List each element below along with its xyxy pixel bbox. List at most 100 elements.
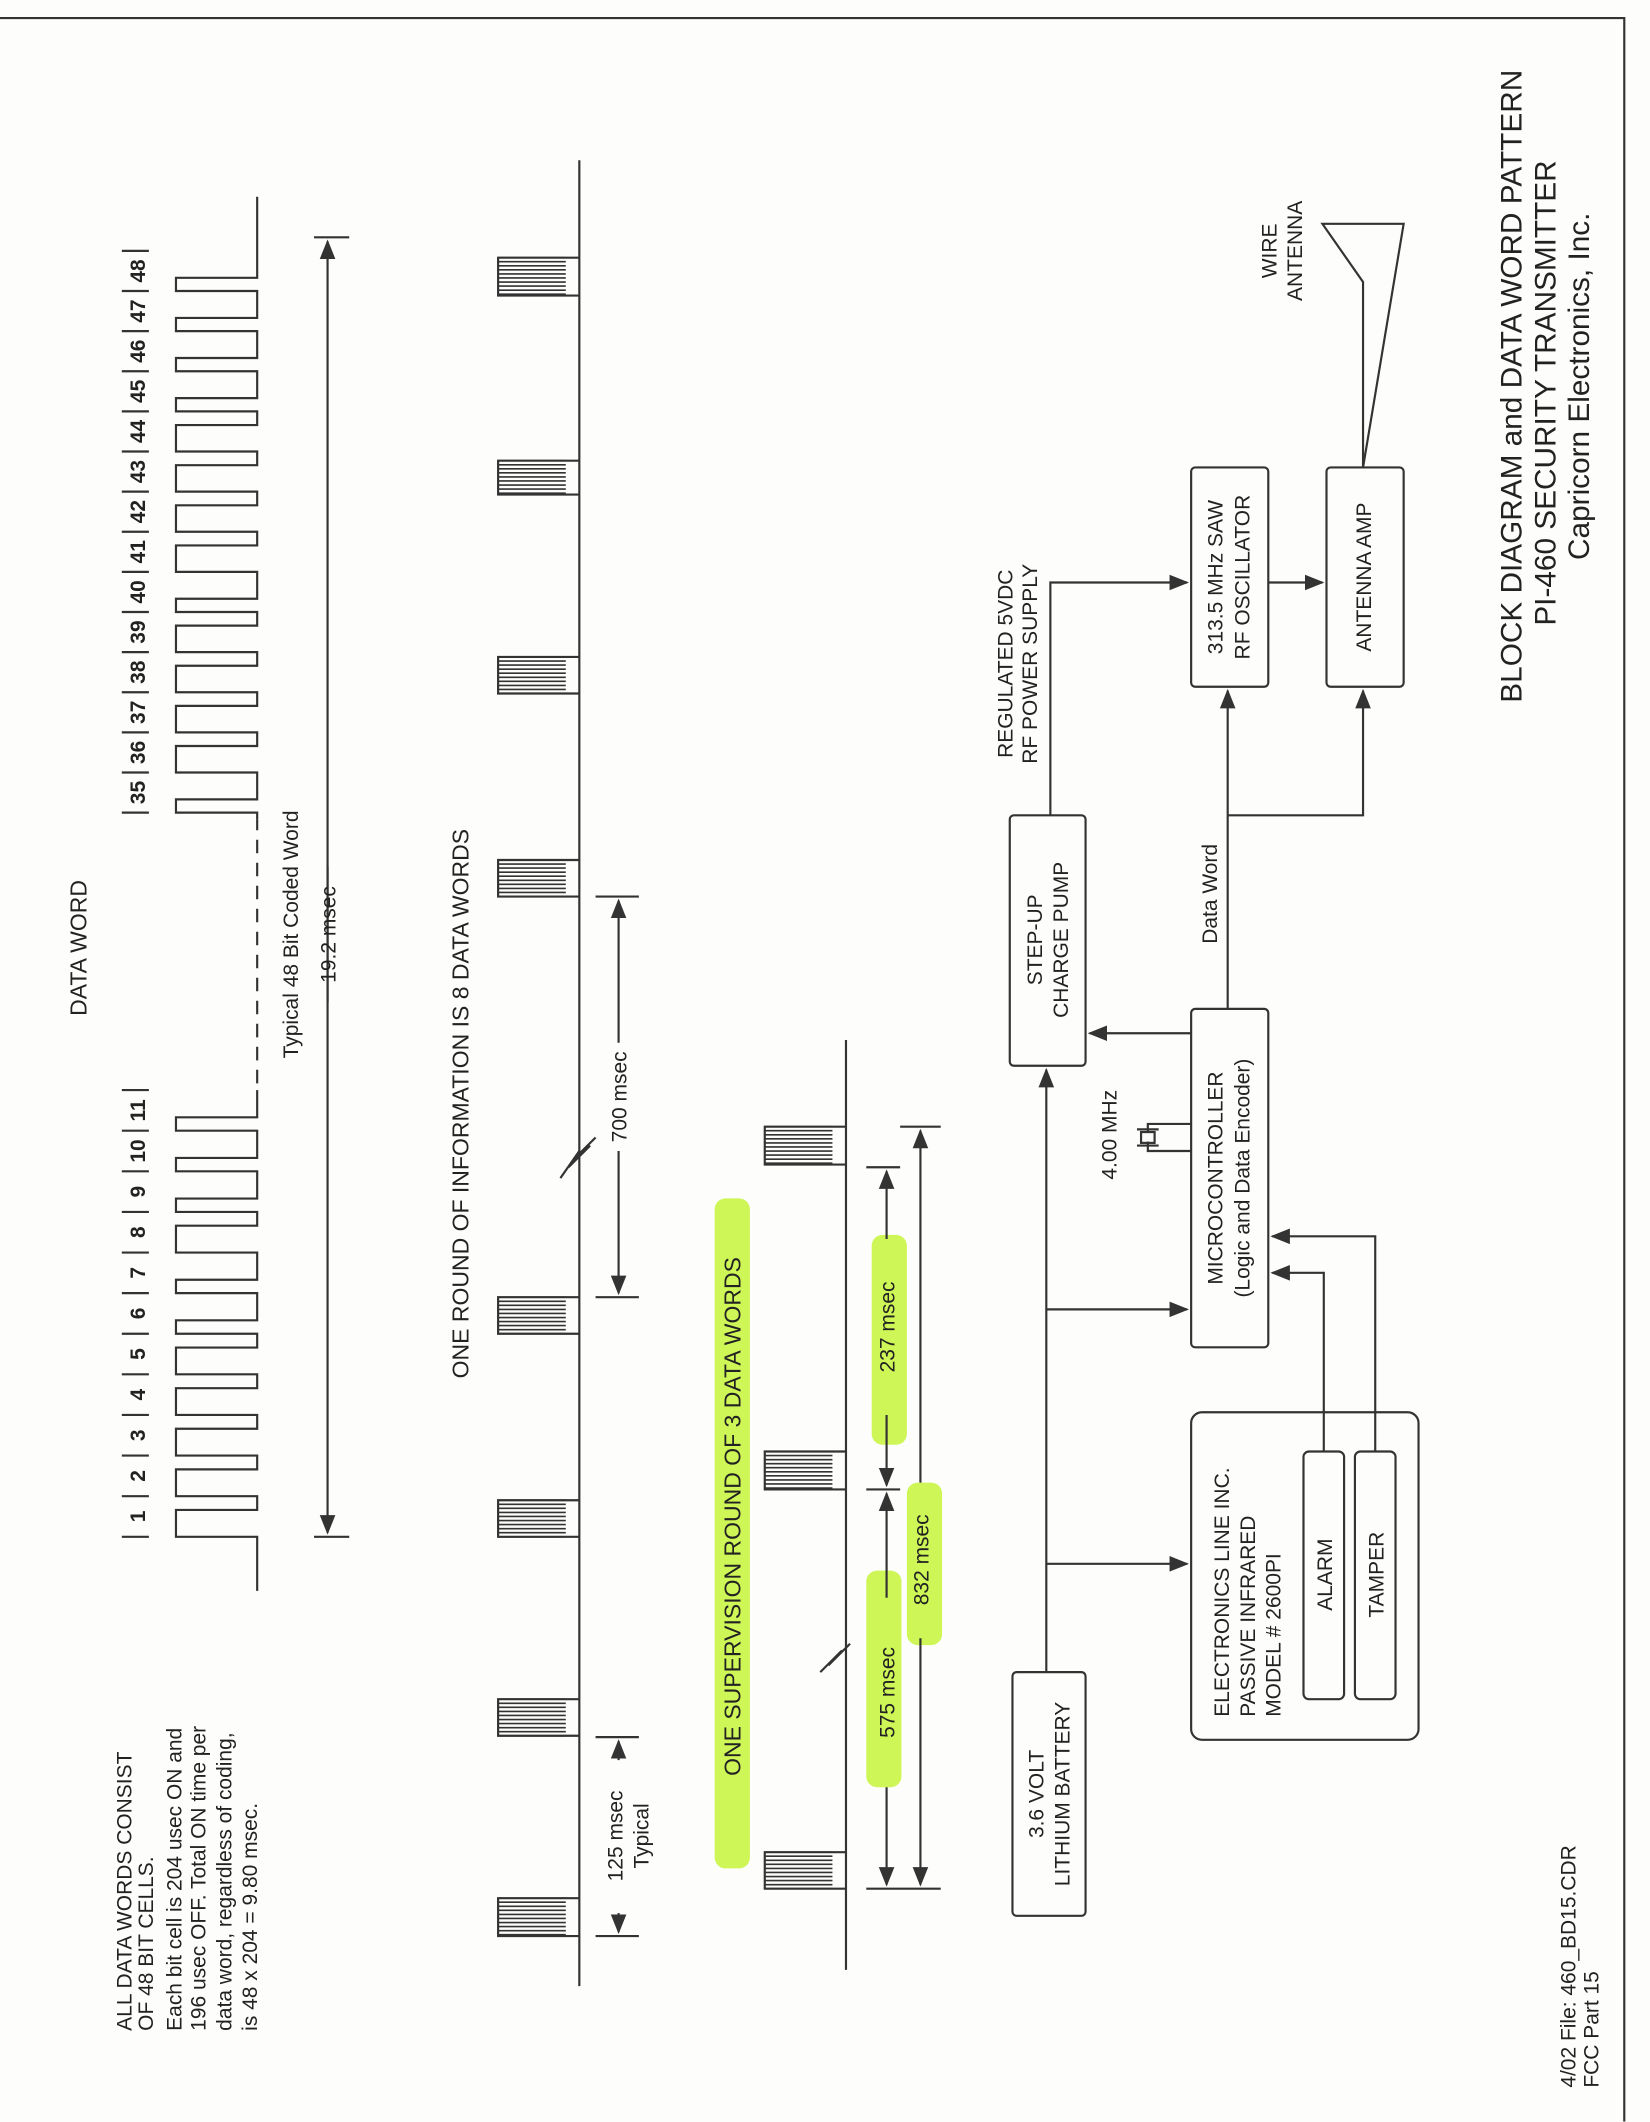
- crystal-icon: [1136, 1122, 1192, 1153]
- word-length-label: 125 msec: [605, 1790, 628, 1881]
- alarm-label: ALARM: [1314, 1539, 1337, 1611]
- note-line: Each bit cell is 204 usec ON and: [163, 1728, 186, 2031]
- supervision-dimensions: 237 msec 575 msec 832 msec: [866, 1125, 943, 1890]
- supervision-waveform: [763, 1040, 848, 1970]
- supply-label: RF POWER SUPPLY: [1019, 564, 1042, 764]
- waveform-line: [497, 160, 581, 1987]
- bit-label: 3: [127, 1429, 150, 1441]
- bit-label: 36: [127, 741, 150, 764]
- data-word-burst: [498, 859, 566, 898]
- bit-label: 2: [127, 1470, 150, 1482]
- pump-to-oscillator: [1049, 574, 1190, 816]
- data-word-burst: [498, 1897, 566, 1936]
- bit-label: 37: [127, 701, 150, 724]
- pir-label: MODEL # 2600PI: [1262, 1553, 1285, 1717]
- bit-label: 4: [127, 1388, 150, 1400]
- bit-label: 40: [127, 580, 150, 603]
- note-line: is 48 x 204 = 9.80 msec.: [239, 1803, 262, 2031]
- bit-label: 48: [127, 259, 150, 283]
- note-line: OF 48 BIT CELLS.: [135, 1856, 158, 2030]
- bit-label: 6: [127, 1308, 150, 1320]
- bit-label: 7: [127, 1267, 150, 1279]
- notes-text: ALL DATA WORDS CONSIST OF 48 BIT CELLS. …: [113, 1726, 262, 2031]
- data-word-waveform: [174, 196, 259, 1591]
- title-line: PI-460 SECURITY TRANSMITTER: [1529, 160, 1562, 625]
- supervision-heading: ONE SUPERVISION ROUND OF 3 DATA WORDS: [719, 1257, 745, 1776]
- page-frame: [0, 16, 1626, 2122]
- pir-label: PASSIVE INFRARED: [1237, 1516, 1260, 1717]
- data-word-burst: [498, 459, 566, 494]
- note-line: data word, regardless of coding,: [213, 1732, 236, 2030]
- bit-label: 43: [127, 460, 150, 483]
- battery-label: LITHIUM BATTERY: [1051, 1702, 1074, 1886]
- battery-label: 3.6 VOLT: [1026, 1750, 1049, 1838]
- alarm-to-micro: [1270, 1265, 1325, 1452]
- bit-label: 47: [127, 299, 150, 322]
- bit-label: 38: [127, 660, 150, 684]
- bit-label: 44: [127, 419, 150, 443]
- antenna-label: ANTENNA: [1284, 201, 1307, 301]
- antenna-icon: [1320, 222, 1405, 468]
- bit-label: 41: [127, 540, 150, 564]
- data-word-burst: [498, 256, 566, 296]
- waveform-line: [763, 1040, 848, 1970]
- data-word-burst: [764, 1851, 833, 1890]
- data-word-burst: [498, 1296, 566, 1335]
- supply-label: REGULATED 5VDC: [994, 570, 1017, 758]
- crystal-label: 4.00 MHz: [1099, 1090, 1122, 1180]
- footer-file: 4/02 File: 460_BD15.CDR: [1558, 1845, 1581, 2087]
- pir-label: ELECTRONICS LINE INC.: [1211, 1467, 1234, 1716]
- supervision-575: 575 msec: [877, 1647, 900, 1738]
- bit-labels: 1234567891011353637383940414243444546474…: [121, 249, 150, 1538]
- supervision-237: 237 msec: [877, 1282, 900, 1373]
- bit-label: 42: [127, 500, 150, 523]
- bit-label: 10: [127, 1139, 150, 1162]
- pir-block: ELECTRONICS LINE INC. PASSIVE INFRARED M…: [1190, 1411, 1420, 1741]
- title-line: Capricorn Electronics, Inc.: [1563, 213, 1596, 560]
- gap-dimension: 700 msec: [595, 895, 639, 1299]
- bit-label: 8: [127, 1226, 150, 1238]
- tamper-label: TAMPER: [1365, 1532, 1388, 1618]
- oscillator-label: RF OSCILLATOR: [1231, 495, 1254, 660]
- charge-pump-label: CHARGE PUMP: [1050, 862, 1073, 1018]
- data-to-amp: [1227, 688, 1371, 817]
- bit-label: 39: [127, 620, 150, 643]
- round-gap-label: 700 msec: [609, 1051, 632, 1142]
- bit-label: 9: [127, 1186, 150, 1198]
- footer-fcc: FCC Part 15: [1581, 1971, 1604, 2088]
- data-word-burst: [498, 1499, 566, 1538]
- word-length-note: Typical: [630, 1803, 653, 1868]
- round-waveform: [497, 160, 581, 1987]
- break-mark: [559, 1136, 597, 1179]
- bit-label: 1: [127, 1510, 150, 1522]
- note-line: ALL DATA WORDS CONSIST: [113, 1751, 136, 2030]
- data-word-heading: DATA WORD: [66, 880, 92, 1016]
- micro-label: MICROCONTROLLER: [1204, 1071, 1227, 1284]
- antenna-amp-label: ANTENNA AMP: [1353, 503, 1376, 652]
- word-length-dimension: 125 msec Typical: [595, 1736, 653, 1938]
- bit-label: 46: [127, 340, 150, 363]
- battery-block: 3.6 VOLT LITHIUM BATTERY: [1011, 1671, 1087, 1917]
- data-word-caption: Typical 48 Bit Coded Word: [280, 811, 303, 1059]
- antenna-amp-block: ANTENNA AMP: [1325, 466, 1405, 688]
- oscillator-block: 313.5 MHz SAW RF OSCILLATOR: [1190, 466, 1270, 688]
- data-word-burst: [498, 1698, 566, 1737]
- data-word-label: Data Word: [1199, 844, 1222, 944]
- data-word-burst: [764, 1125, 833, 1165]
- bit-label: 11: [127, 1099, 150, 1122]
- micro-label: (Logic and Data Encoder): [1231, 1059, 1254, 1298]
- data-word-burst: [498, 656, 566, 695]
- data-word-burst: [764, 1450, 833, 1489]
- data-word-duration: 19.2 msec: [318, 886, 341, 983]
- round-heading: ONE ROUND OF INFORMATION IS 8 DATA WORDS: [447, 829, 473, 1378]
- break-mark: [819, 1642, 851, 1673]
- oscillator-label: 313.5 MHz SAW: [1204, 500, 1227, 654]
- highlight: [714, 1198, 750, 1869]
- note-line: 196 usec OFF. Total ON time per: [188, 1726, 211, 2031]
- supervision-832: 832 msec: [911, 1514, 934, 1605]
- bit-label: 45: [127, 379, 150, 403]
- bit-label: 5: [127, 1348, 150, 1360]
- duration-dimension: 19.2 msec: [314, 237, 350, 1538]
- tamper-to-micro: [1270, 1228, 1377, 1452]
